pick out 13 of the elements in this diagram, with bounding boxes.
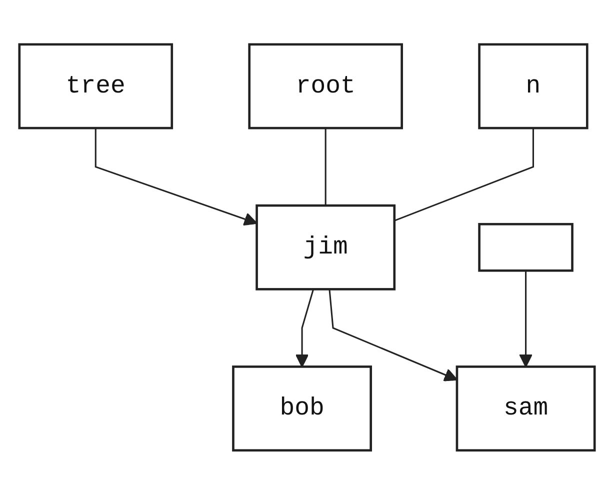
node-box — [478, 222, 574, 272]
node-box: jim — [256, 204, 396, 290]
node-box: tree — [18, 42, 174, 129]
connector — [394, 128, 534, 222]
node-box: bob — [232, 365, 372, 452]
node-box: sam — [456, 365, 596, 452]
arrow — [94, 128, 258, 226]
arrow — [295, 288, 314, 367]
node-box: root — [248, 42, 403, 129]
arrow — [518, 270, 533, 367]
connector — [324, 128, 326, 206]
arrow — [328, 288, 458, 381]
node-box: n — [478, 42, 588, 129]
